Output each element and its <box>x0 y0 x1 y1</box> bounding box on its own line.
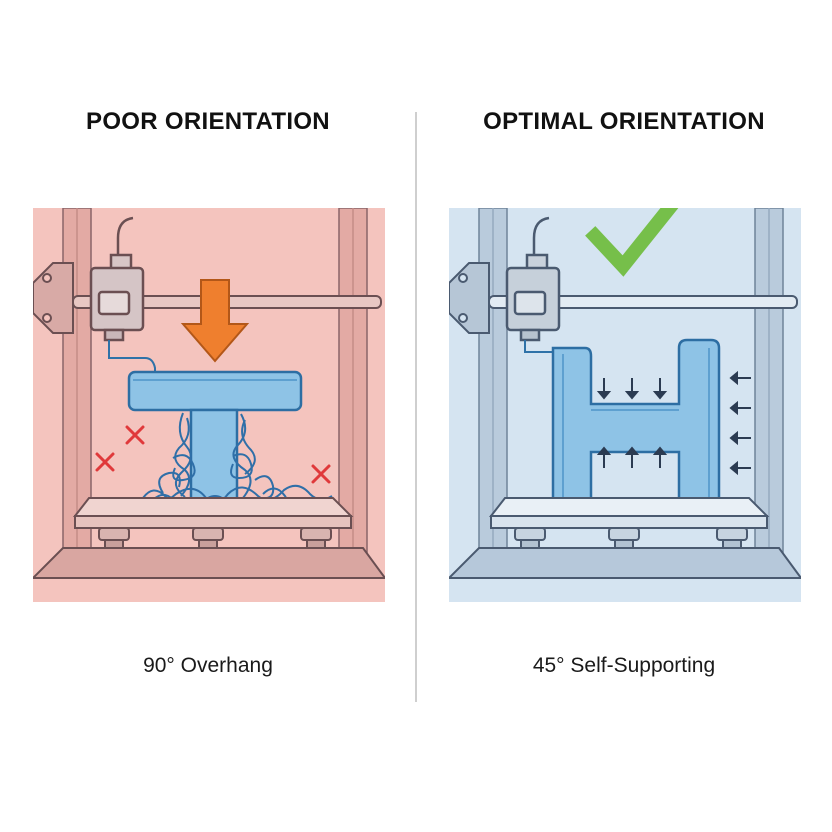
support-arrows <box>596 370 751 476</box>
t-shaped-part <box>127 370 303 504</box>
poor-orientation-illustration <box>33 208 385 602</box>
arrow-up-icon <box>596 446 612 468</box>
arrow-down-icon <box>652 378 668 400</box>
arrow-up-icon <box>652 446 668 468</box>
arrow-left-icon <box>729 400 751 416</box>
failure-x-marks <box>95 425 331 484</box>
arrow-left-icon <box>729 430 751 446</box>
printer-base <box>449 547 801 579</box>
poor-orientation-title: POOR ORIENTATION <box>86 108 330 135</box>
x-mark-icon <box>311 464 331 484</box>
print-head <box>89 253 145 342</box>
filament-tube <box>532 216 550 263</box>
arrow-up-icon <box>624 446 640 468</box>
rail-bracket <box>449 262 490 334</box>
arrow-down-icon <box>624 378 640 400</box>
poor-orientation-panel: POOR ORIENTATION <box>33 108 385 677</box>
optimal-orientation-panel: OPTIMAL ORIENTATION <box>416 0 832 832</box>
x-mark-icon <box>95 452 115 472</box>
x-mark-icon <box>125 425 145 445</box>
build-plate <box>72 497 354 549</box>
optimal-orientation-title: OPTIMAL ORIENTATION <box>483 108 765 135</box>
rail-bracket <box>33 262 74 334</box>
panel-divider <box>415 112 417 702</box>
filament-tube <box>116 216 134 263</box>
build-plate <box>488 497 770 549</box>
downward-force-arrow-icon <box>180 279 250 363</box>
arrow-left-icon <box>729 370 751 386</box>
poor-orientation-caption: 90° Overhang <box>143 654 273 677</box>
success-check-icon <box>585 208 679 277</box>
printer-base <box>33 547 385 579</box>
extrusion-line <box>108 340 156 373</box>
arrow-left-icon <box>729 460 751 476</box>
optimal-orientation-illustration <box>449 208 801 602</box>
print-head <box>505 253 561 342</box>
arrow-down-icon <box>596 378 612 400</box>
gantry-rail <box>488 295 798 309</box>
optimal-orientation-caption: 45° Self-Supporting <box>532 654 716 677</box>
